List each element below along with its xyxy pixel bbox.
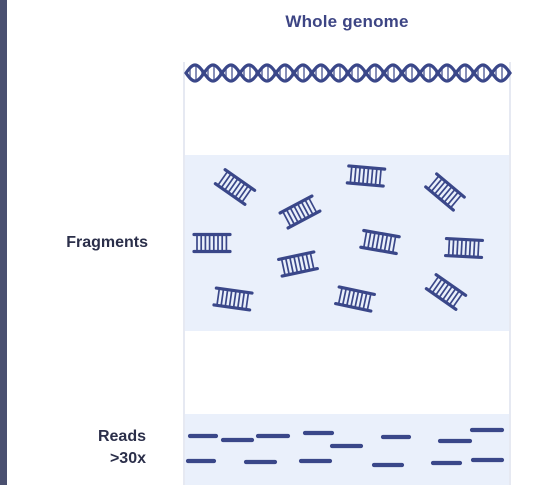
- dna-fragment-icon: [424, 273, 468, 311]
- reads-label-line1: Reads: [97, 428, 146, 445]
- dna-fragment-icon: [213, 168, 257, 206]
- fragments-group: [192, 164, 485, 313]
- reads-label: Reads >30x: [10, 426, 146, 470]
- dna-fragment-icon: [359, 228, 401, 256]
- dna-fragment-icon: [212, 286, 254, 312]
- dna-fragment-icon: [345, 164, 387, 188]
- dna-fragment-icon: [424, 172, 466, 212]
- dna-fragment-icon: [278, 194, 322, 230]
- diagram-title: Whole genome: [285, 12, 409, 31]
- left-edge-bar: [0, 0, 7, 485]
- dna-fragment-icon: [277, 250, 319, 278]
- dna-helix-icon: [184, 63, 512, 83]
- dna-fragment-icon: [192, 232, 232, 254]
- reads-band: [185, 414, 509, 485]
- dna-fragment-icon: [334, 285, 376, 313]
- reads-group: [185, 427, 505, 468]
- dna-fragment-icon: [443, 236, 485, 260]
- fragments-label: Fragments: [66, 234, 148, 251]
- helix-strand-2: [184, 63, 512, 83]
- reads-label-line2: >30x: [109, 450, 146, 467]
